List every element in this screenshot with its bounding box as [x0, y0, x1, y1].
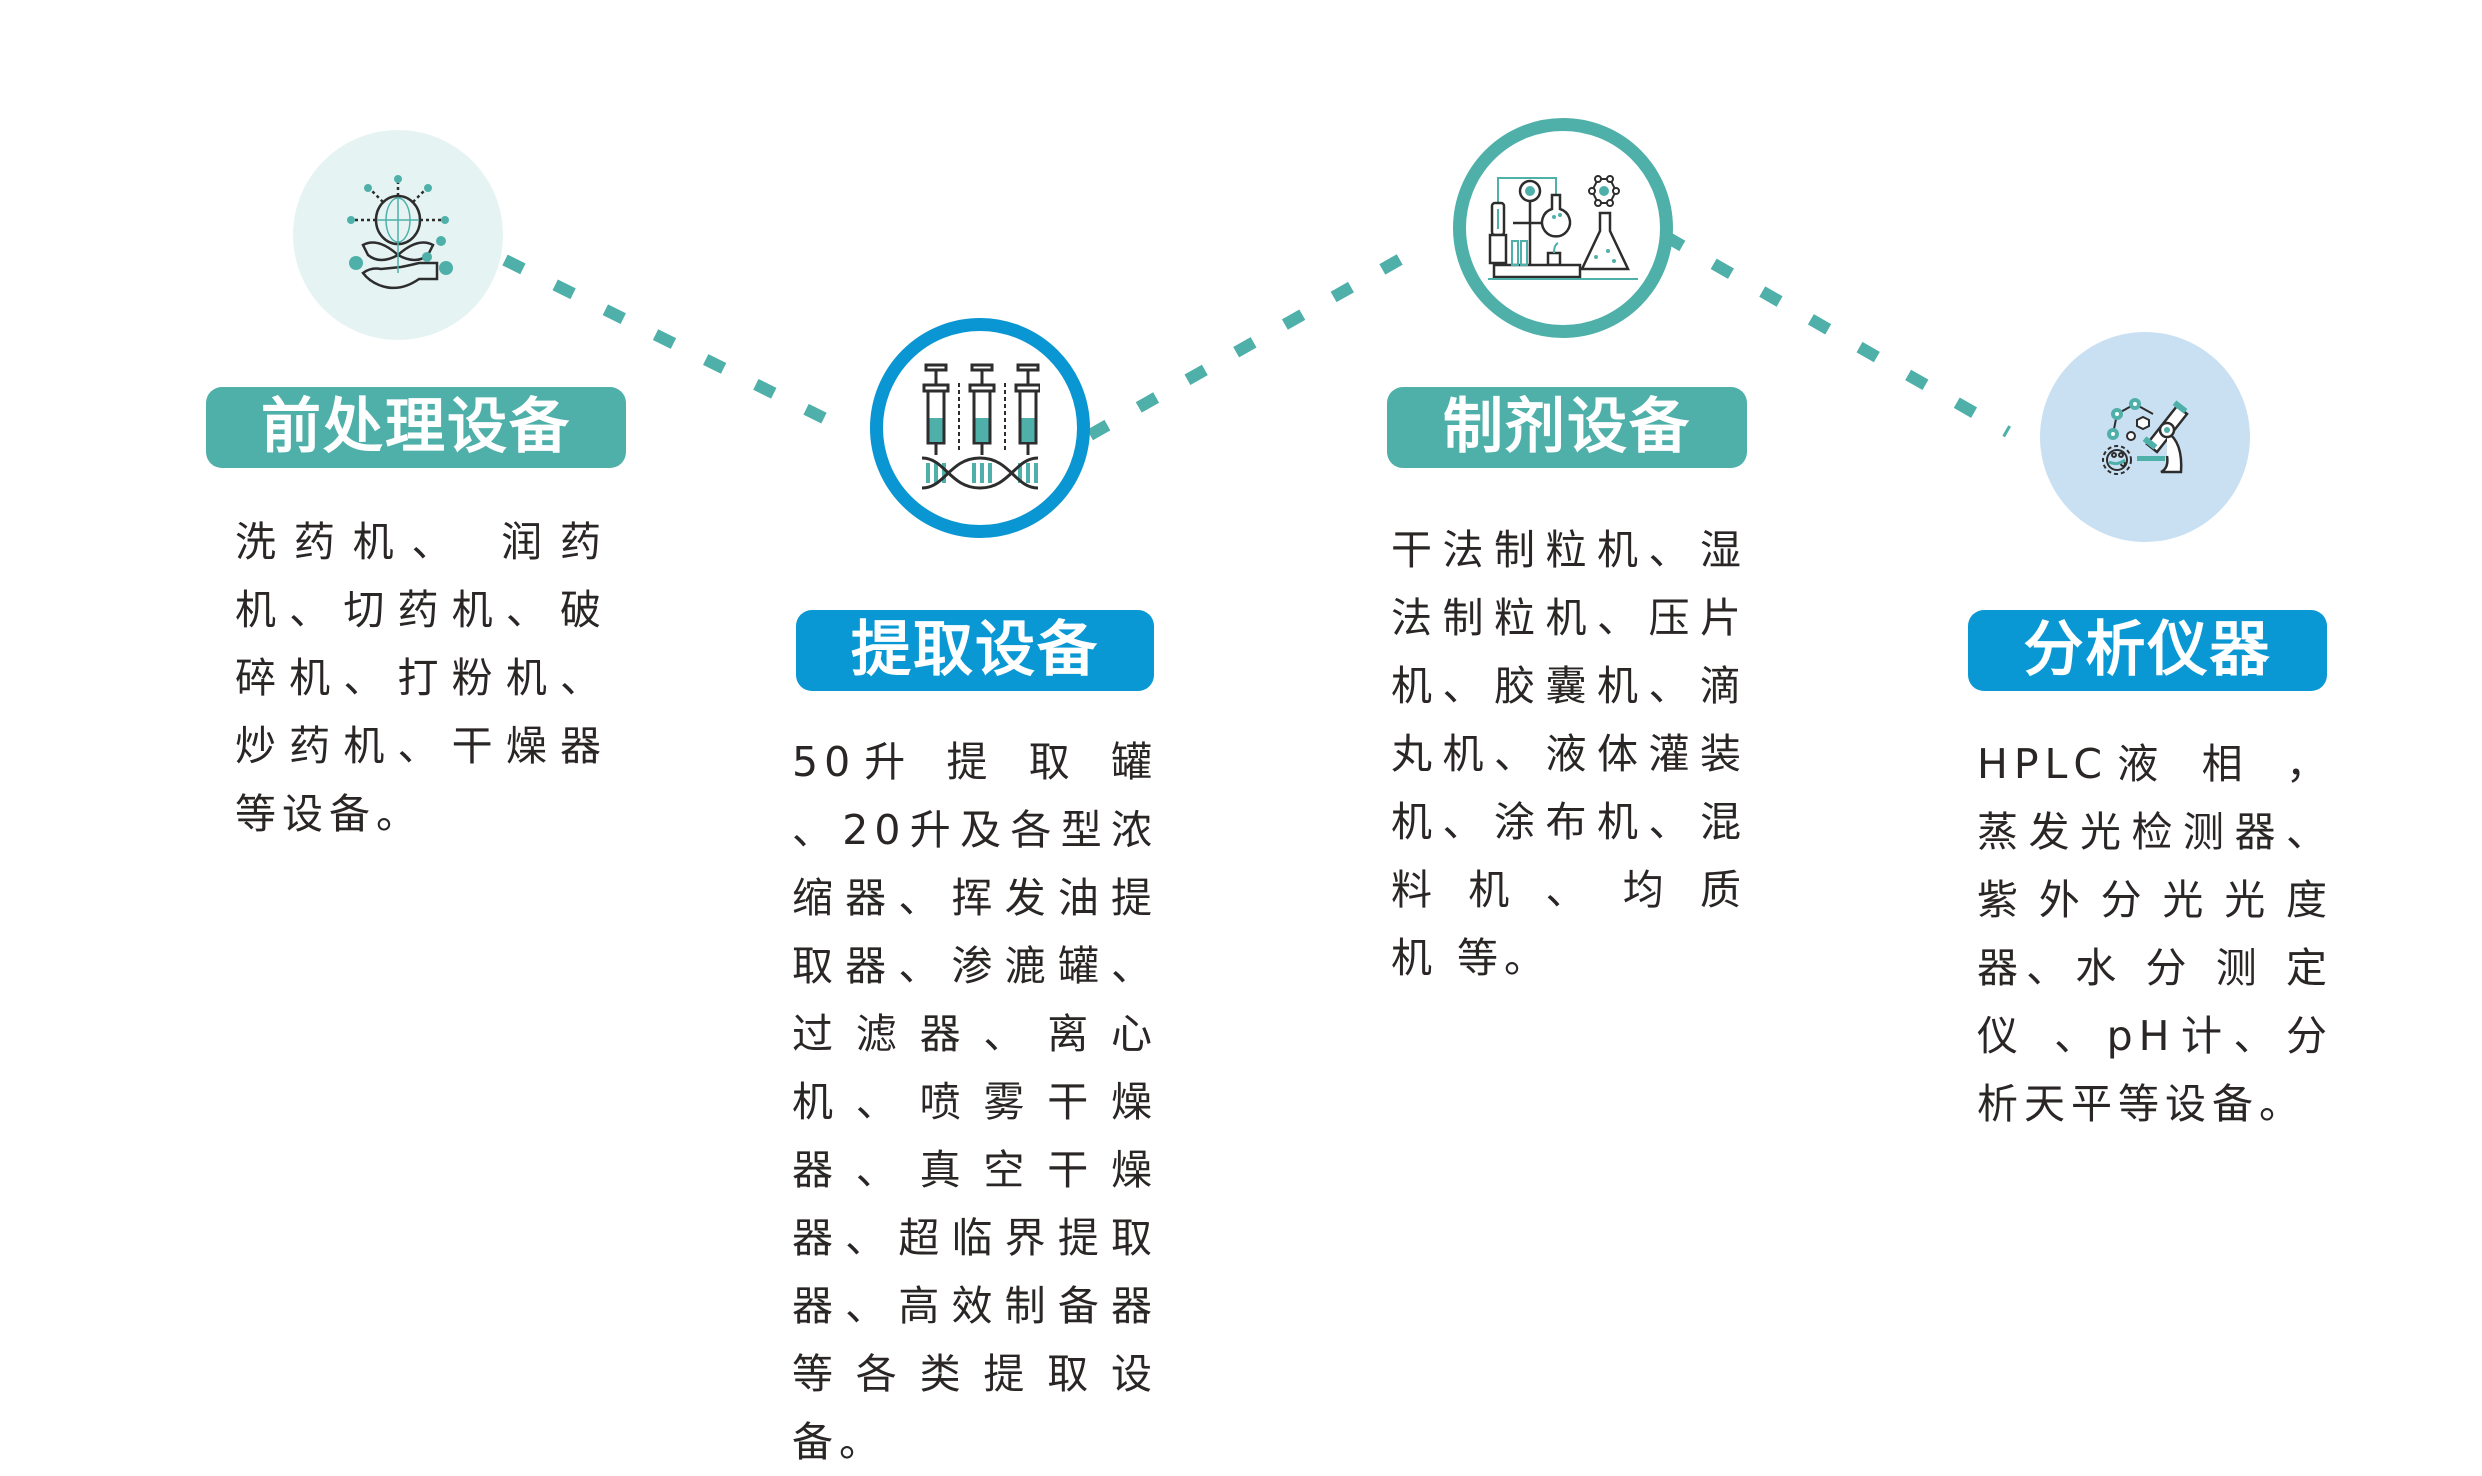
lab-equipment-icon — [1488, 175, 1638, 280]
step-1-description: 洗药机、 润药机、切药机、破碎机、打粉机、炒药机、干燥器等设备。 — [235, 518, 607, 838]
step-2-icon-circle — [870, 318, 1090, 538]
step-4-icon-circle — [2040, 332, 2250, 542]
syringe-dna-icon — [921, 363, 1040, 490]
step-3-description: 干法制粒机、湿法制粒机、压片机、胶囊机、滴丸机、液体灌装机、涂布机、混料 机 、… — [1391, 526, 1747, 982]
connector-3-4 — [1662, 230, 2011, 438]
microscope-icon — [2102, 398, 2189, 475]
plant-globe-hand-icon — [347, 175, 453, 290]
connector-2-3 — [1087, 242, 1423, 441]
step-4-description: HPLC液 相 ， 蒸发光检测器、紫外分光光度器、水 分 测 定 仪 、pH计、… — [1977, 740, 2333, 1128]
connector-1-2 — [502, 254, 851, 436]
step-1-title: 前处理设备 — [206, 387, 626, 468]
step-2-title: 提取设备 — [796, 610, 1154, 691]
step-2-description: 50升 提 取 罐 、20升及各型浓缩器、挥发油提取器、渗漉罐、过滤器、离心机、… — [792, 738, 1158, 1466]
step-3-icon-circle — [1453, 118, 1673, 338]
step-3-title: 制剂设备 — [1387, 387, 1747, 468]
step-4-title: 分析仪器 — [1968, 610, 2327, 691]
dashed-connectors — [502, 230, 2011, 441]
step-1-icon-circle — [293, 130, 503, 340]
